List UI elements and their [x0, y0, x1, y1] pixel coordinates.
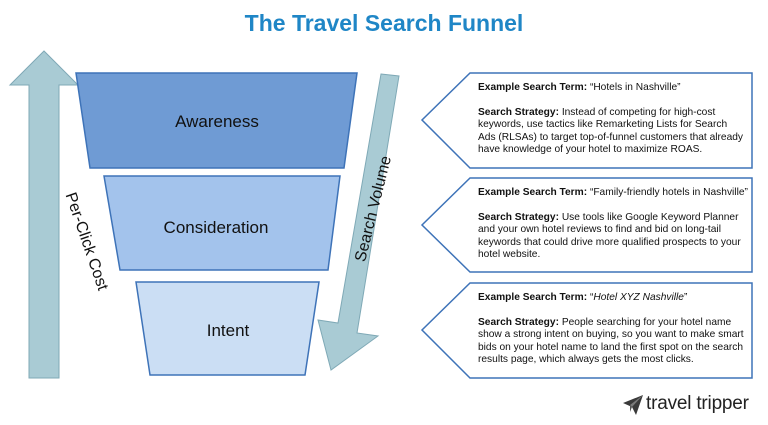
logo-text: travel tripper [646, 393, 749, 414]
page-title: The Travel Search Funnel [244, 10, 524, 36]
callout-box-1 [420, 72, 753, 169]
strategy-label: Search Strategy: [478, 106, 559, 118]
callout-text-2: Example Search Term: “Family-friendly ho… [478, 187, 750, 262]
example-term-value: “Hotels in Nashville” [589, 82, 681, 93]
example-term-value: “Family-friendly hotels in Nashville” [589, 187, 748, 198]
example-term-label: Example Search Term: [478, 82, 588, 93]
callout-box-2 [420, 177, 753, 273]
funnel-stage-intent [135, 281, 320, 376]
example-term-label: Example Search Term: [478, 292, 588, 303]
per-click-cost-label: Per-Click Cost [62, 190, 112, 293]
strategy-text: Instead of competing for high-cost keywo… [478, 106, 743, 156]
funnel-stage-awareness [75, 72, 358, 169]
funnel-label-consideration: Consideration [164, 218, 269, 237]
strategy-label: Search Strategy: [478, 316, 559, 328]
callout-text-3: Example Search Term: “Hotel XYZ Nashvill… [478, 292, 748, 367]
strategy-label: Search Strategy: [478, 211, 559, 223]
funnel-label-awareness: Awareness [175, 112, 259, 131]
funnel-label-intent: Intent [207, 321, 250, 340]
paper-plane-icon [623, 395, 643, 415]
travel-tripper-logo: travel tripper [622, 393, 762, 417]
strategy-text: People searching for your hotel name sho… [478, 316, 744, 366]
example-term-label: Example Search Term: [478, 187, 588, 198]
per-click-cost-arrow [8, 50, 80, 379]
example-term-prefix: “ [589, 292, 594, 303]
callout-box-3 [420, 282, 753, 379]
funnel-stage-consideration [103, 175, 341, 271]
example-term-suffix: ” [683, 292, 688, 303]
strategy-text: Use tools like Google Keyword Planner an… [478, 211, 741, 261]
search-volume-arrow [317, 73, 400, 371]
callout-text-1: Example Search Term: “Hotels in Nashvill… [478, 82, 746, 157]
example-term-value: Hotel XYZ Nashville [593, 292, 684, 303]
